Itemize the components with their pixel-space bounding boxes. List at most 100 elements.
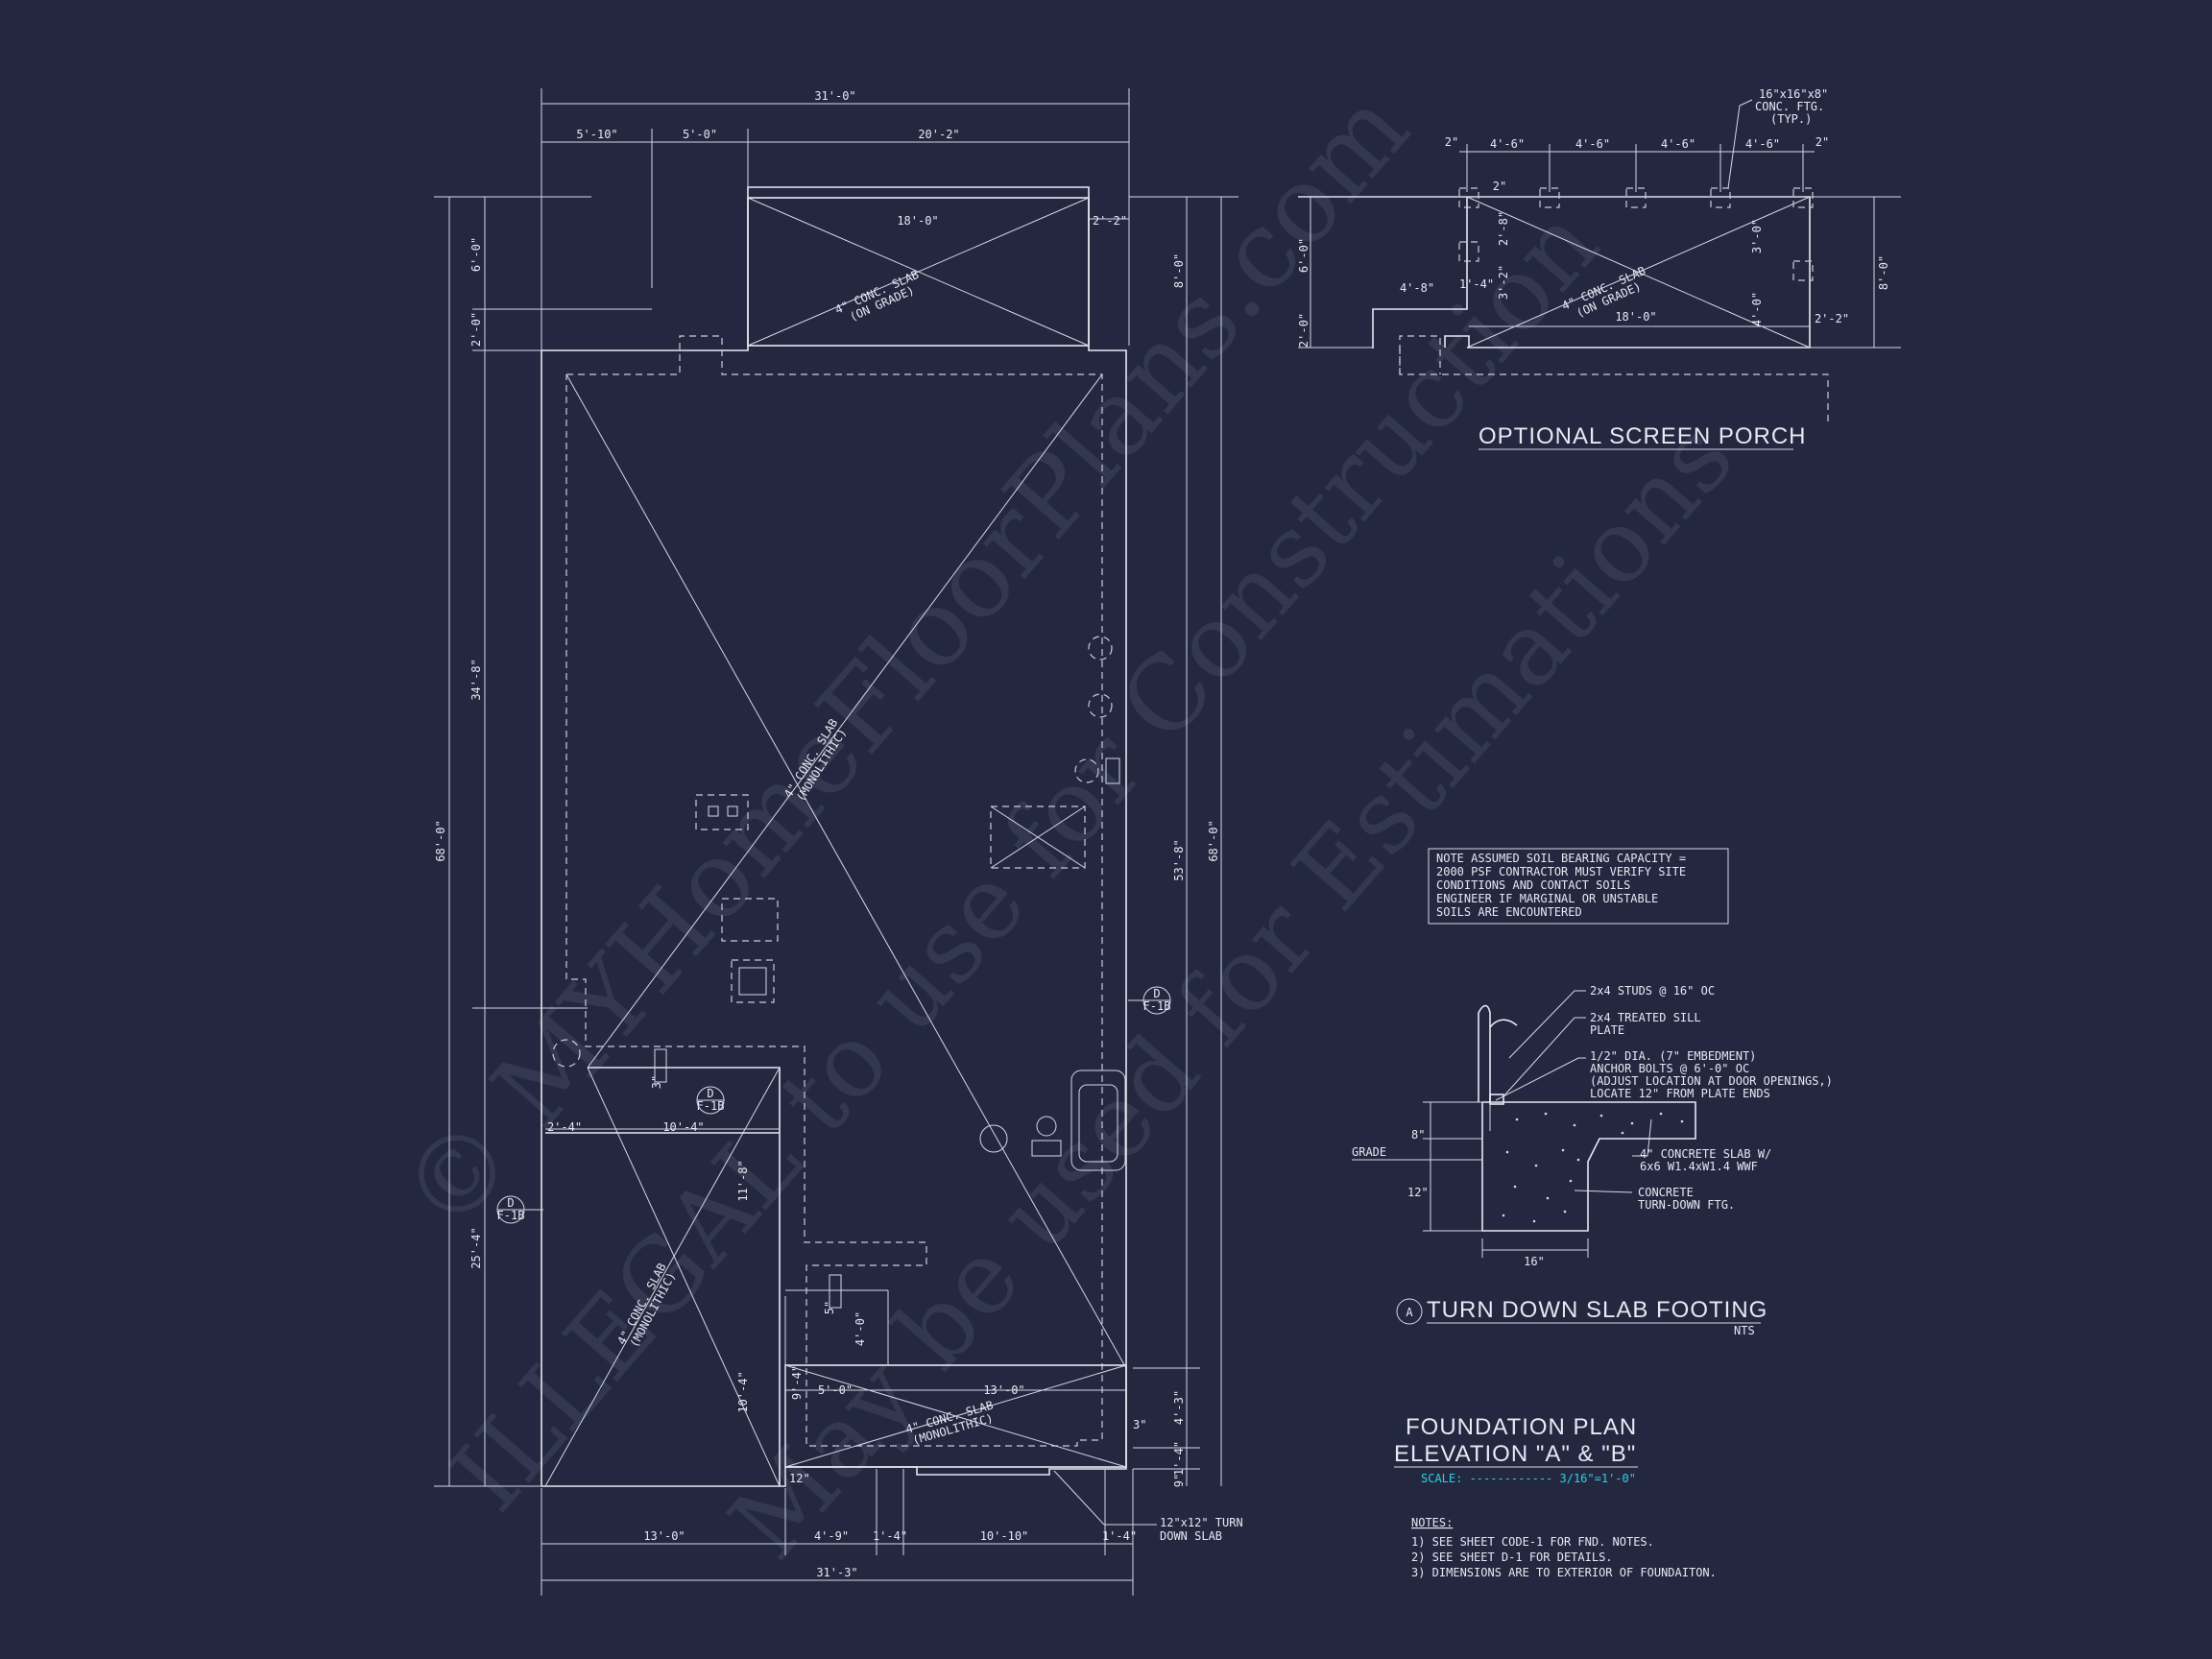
dim-bottom-seg4: 10'-10"	[980, 1529, 1029, 1543]
post-footing	[552, 1039, 581, 1068]
callout-anchor-1: 1/2" DIA. (7" EMBEDMENT)	[1590, 1049, 1756, 1063]
porch-slab	[747, 197, 1090, 347]
porch-footing-note-3: (TYP.)	[1770, 112, 1812, 126]
porch-dim-top-4: 4'-6"	[1745, 137, 1780, 151]
detail-dim-12: 12"	[1407, 1186, 1429, 1199]
detail-title: TURN DOWN SLAB FOOTING	[1427, 1297, 1767, 1323]
dim-top-seg1: 5'-10"	[576, 128, 617, 141]
porch-footing-pad	[1792, 187, 1814, 208]
porch-dim-top-5: 2"	[1815, 135, 1829, 149]
dim-right-d6: 3"	[1133, 1418, 1146, 1431]
footing-pad	[721, 898, 779, 942]
dim-bottom-overall: 31'-3"	[816, 1566, 857, 1579]
grade-label: GRADE	[1352, 1145, 1386, 1159]
section-tag: D F-1B	[496, 1195, 543, 1224]
porch-dim-e: 3'-0"	[1750, 219, 1764, 253]
dim-inner-b: 10'-4"	[662, 1120, 704, 1134]
concrete-stipple	[1502, 1112, 1684, 1223]
dim-left-d4: 25'-4"	[469, 1227, 483, 1268]
dim-right-d5: 9"	[1172, 1474, 1186, 1487]
footing-detail: GRADE 8" 12" 16" 2x4 STUDS @ 16" OC 2x4 …	[1352, 984, 1833, 1337]
svg-text:F-1B: F-1B	[1143, 999, 1171, 1013]
detail-bubble	[1396, 1298, 1423, 1325]
dim-right-d2: 53'-8"	[1172, 839, 1186, 880]
dim-top-seg2: 5'-0"	[683, 128, 717, 141]
dim-right-d4: 1'-4"	[1172, 1441, 1186, 1476]
turn-down-note-2: DOWN SLAB	[1160, 1529, 1222, 1543]
porch-dim-l2: 2'-0"	[1297, 313, 1310, 348]
porch-dim-r1: 8'-0"	[1877, 255, 1890, 290]
svg-text:D: D	[507, 1196, 514, 1210]
dim-porch-offset: 2'-2"	[1093, 214, 1127, 228]
soil-note-line-2: 2000 PSF CONTRACTOR MUST VERIFY SITE	[1436, 865, 1686, 878]
dim-inner-k: 12"	[789, 1472, 810, 1485]
dim-bottom-seg3: 1'-4"	[873, 1529, 907, 1543]
callout-anchor-3: (ADJUST LOCATION AT DOOR OPENINGS,)	[1590, 1074, 1833, 1088]
slab-section	[1481, 1101, 1696, 1232]
porch-footing-pad	[1792, 260, 1814, 281]
porch-footing-pad	[1539, 187, 1560, 208]
dim-top-overall: 31'-0"	[814, 89, 855, 103]
dim-inner-c: 11'-8"	[736, 1160, 750, 1201]
dim-inner-j: 5"	[823, 1301, 836, 1314]
slab-diagonal	[587, 373, 1103, 1069]
porch-footing-pad	[1625, 187, 1647, 208]
callout-anchor-4: LOCATE 12" FROM PLATE ENDS	[1590, 1087, 1770, 1100]
soil-note-line-1: NOTE ASSUMED SOIL BEARING CAPACITY =	[1436, 852, 1686, 865]
note-item-1: 1) SEE SHEET CODE-1 FOR FND. NOTES.	[1411, 1535, 1654, 1549]
screen-porch-title: OPTIONAL SCREEN PORCH	[1479, 423, 1807, 449]
footing-pad	[731, 959, 775, 1003]
title-line-1: FOUNDATION PLAN	[1406, 1414, 1637, 1440]
porch-footing-pad	[1710, 187, 1731, 208]
detail-dim-16: 16"	[1524, 1255, 1545, 1268]
porch-footing-pad	[1458, 187, 1479, 208]
porch-footing-note-2: CONC. FTG.	[1755, 100, 1824, 113]
porch-dim-c: 3'-2"	[1497, 265, 1510, 300]
toilet-fixture	[1088, 636, 1113, 661]
toilet-fixture	[1074, 758, 1099, 783]
porch-dim-top-0: 2"	[1445, 135, 1458, 149]
svg-text:D: D	[707, 1087, 713, 1100]
footing-pad	[695, 794, 749, 830]
dim-bottom-seg5: 1'-4"	[1102, 1529, 1137, 1543]
dim-inner-h: 4'-0"	[854, 1311, 867, 1346]
dim-inner-e: 9'-4"	[790, 1365, 804, 1400]
porch-slab-width: 18'-0"	[1615, 310, 1656, 324]
interior-footing-dashed	[565, 335, 1103, 1447]
callout-slab-1: 4" CONCRETE SLAB W/	[1640, 1147, 1771, 1161]
slab-diagonal	[565, 373, 1127, 1369]
callout-sill-2: PLATE	[1590, 1023, 1624, 1037]
callout-ftg-2: TURN-DOWN FTG.	[1638, 1198, 1735, 1212]
porch-dim-b: 1'-4"	[1459, 277, 1494, 291]
soil-note-line-3: CONDITIONS AND CONTACT SOILS	[1436, 878, 1630, 892]
detail-nts: NTS	[1734, 1324, 1755, 1337]
porch-dim-top-3: 4'-6"	[1661, 137, 1695, 151]
callout-sill-1: 2x4 TREATED SILL	[1590, 1011, 1701, 1024]
svg-text:F-1B: F-1B	[497, 1209, 525, 1222]
shower-pad	[990, 805, 1086, 869]
svg-text:D: D	[1153, 987, 1160, 1000]
porch-dim-a: 4'-8"	[1400, 281, 1434, 295]
soil-note-line-5: SOILS ARE ENCOUNTERED	[1436, 905, 1582, 919]
dim-inner-d: 10'-4"	[736, 1371, 750, 1412]
porch-dim-top-1: 4'-6"	[1490, 137, 1525, 151]
porch-footing-pad	[1458, 241, 1479, 262]
porch-footing-note-1: 16"x16"x8"	[1759, 87, 1828, 101]
porch-dim-h: 2"	[1493, 180, 1506, 193]
title-block: FOUNDATION PLAN ELEVATION "A" & "B" SCAL…	[1394, 1414, 1638, 1485]
dim-inner-a: 2'-4"	[547, 1120, 582, 1134]
porch-dim-top-2: 4'-6"	[1575, 137, 1610, 151]
notes-heading: NOTES:	[1411, 1516, 1453, 1529]
callout-ftg-1: CONCRETE	[1638, 1186, 1694, 1199]
porch-dim-l1: 6'-0"	[1297, 238, 1310, 273]
tub-fixture	[1070, 1070, 1126, 1171]
watermark: © MYHomeFloorPlans.com ILLEGAL to use fo…	[377, 67, 1756, 1580]
note-item-3: 3) DIMENSIONS ARE TO EXTERIOR OF FOUNDAI…	[1411, 1566, 1717, 1579]
dim-left-d1: 6'-0"	[469, 237, 483, 272]
turn-down-note-1: 12"x12" TURN	[1160, 1516, 1243, 1529]
dim-left-overall: 68'-0"	[434, 820, 447, 861]
porch-dim-g: 2'-2"	[1815, 312, 1849, 325]
dim-porch-width: 18'-0"	[897, 214, 938, 228]
dim-right-d1: 8'-0"	[1172, 253, 1186, 288]
